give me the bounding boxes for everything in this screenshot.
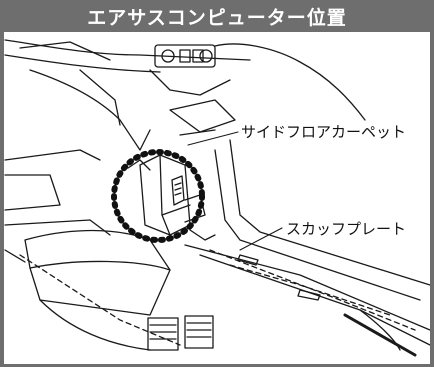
seat-edge [4,249,26,263]
dash-edge-line [4,39,251,61]
dash-curve [149,69,231,96]
sill-line [214,149,421,301]
control-panel [154,44,216,68]
vent-slats [149,324,177,340]
callout-scuff-plate: スカッフプレート [285,218,408,239]
floor-clip [297,289,321,301]
diagram-title: エアサスコンピューター位置 [87,6,347,29]
frame-border-bottom [0,364,434,367]
rear-vent [184,315,214,349]
floor-line [359,309,401,351]
dash-panel-line [29,69,151,151]
frame-border-right [430,32,434,367]
dash-curve [214,43,366,121]
console-line [179,129,216,136]
title-bar: エアサスコンピューター位置 [0,0,434,32]
vehicle-interior-drawing [4,39,431,357]
button-shape [192,49,204,63]
floor-line [184,244,431,331]
hidden-line [229,264,391,316]
vent-slats [186,322,212,338]
side-panel-line [4,219,111,236]
console-body [39,299,151,351]
leader-line-scuff [239,227,283,251]
knob-shape [161,49,175,63]
sill-line [229,139,431,286]
rear-vent [147,317,179,351]
dash-panel-line [19,41,111,61]
knob-shape [199,49,213,63]
dash-edge-line [4,54,161,73]
side-panel-line [4,174,61,211]
leader-line-carpet [187,131,239,146]
dash-panel-line [79,69,121,126]
hidden-line [19,254,181,346]
side-panel-line [4,149,101,161]
frame-border-left [0,32,4,367]
callout-side-floor-carpet: サイドフロアカーペット [240,121,408,142]
floor-clip [237,254,259,266]
hidden-line [209,249,416,331]
button-shape [179,49,191,63]
shifter-panel [169,99,236,133]
console-body [29,267,171,316]
rail-bar [343,313,417,357]
highlight-circle [111,149,205,243]
